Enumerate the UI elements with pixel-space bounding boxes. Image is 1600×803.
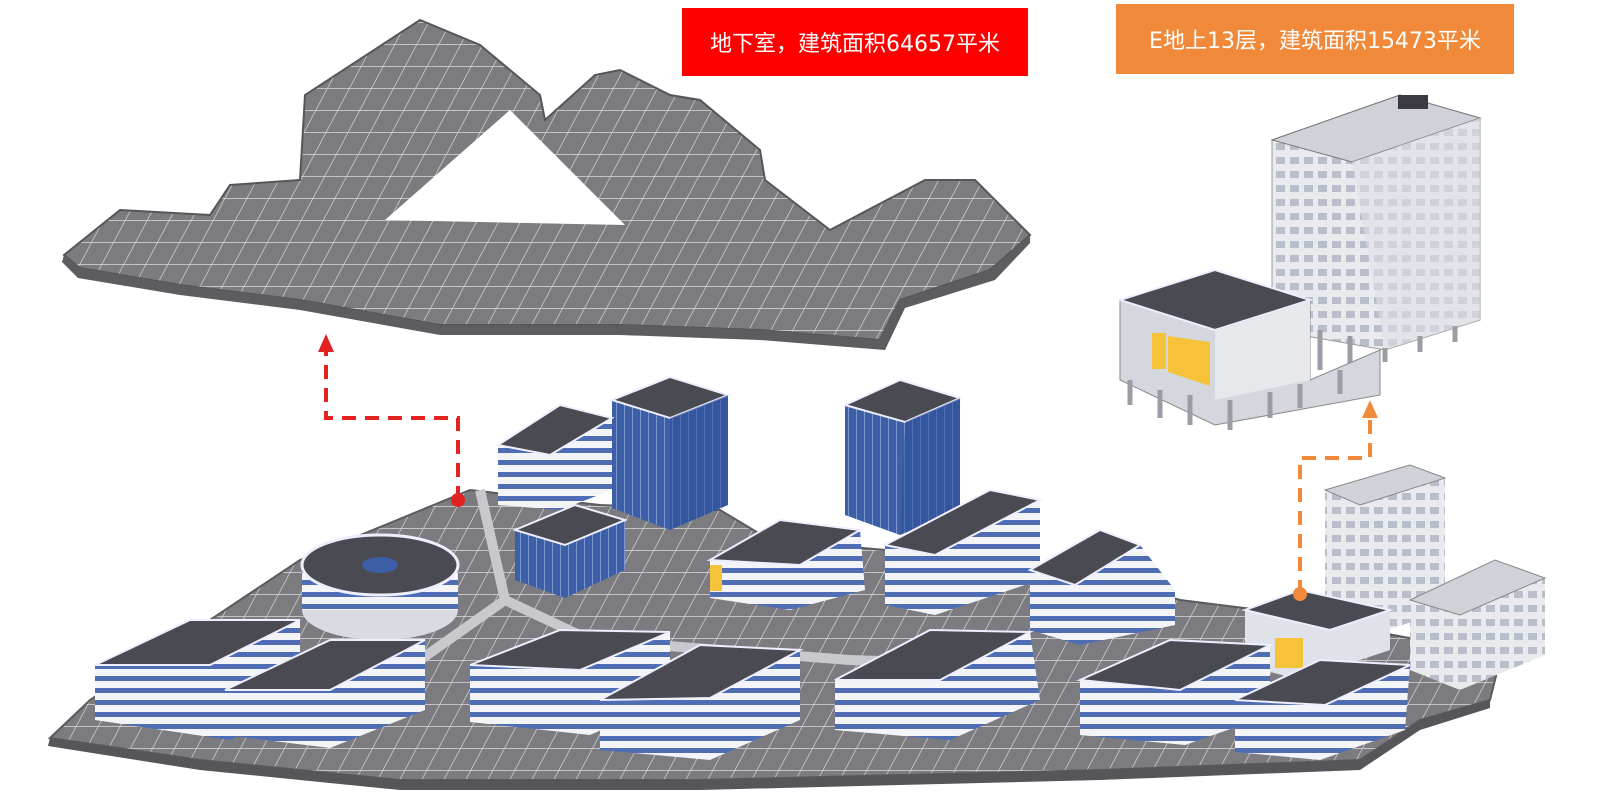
tower-e-connector-arrow bbox=[1293, 400, 1378, 601]
basement-void bbox=[385, 110, 625, 225]
front-building-1 bbox=[94, 619, 426, 748]
east-block bbox=[1027, 528, 1175, 645]
round-building bbox=[300, 533, 460, 640]
basement-edge bbox=[62, 235, 1030, 350]
white-tower-right-b bbox=[1408, 559, 1547, 690]
front-building-2 bbox=[469, 628, 804, 760]
small-block-left bbox=[512, 503, 628, 598]
tower-e-area-label-text: E地上13层，建筑面积15473平米 bbox=[1149, 29, 1481, 54]
tower-e-podium-small bbox=[1241, 588, 1394, 680]
white-tower-right-a bbox=[1323, 464, 1447, 640]
basement-connector-arrow bbox=[318, 334, 465, 507]
blue-tower-center bbox=[842, 378, 963, 535]
curved-building-left bbox=[495, 403, 615, 510]
tower-e-area-label: E地上13层，建筑面积15473平米 bbox=[1116, 4, 1514, 74]
basement-area-label-text: 地下室，建筑面积64657平米 bbox=[710, 32, 1000, 57]
center-podium bbox=[706, 518, 865, 610]
front-building-4 bbox=[1076, 638, 1411, 760]
front-building-3 bbox=[834, 628, 1040, 740]
blue-tower-left bbox=[608, 375, 732, 530]
center-right-block bbox=[882, 488, 1043, 615]
site-buildings bbox=[94, 375, 1547, 760]
tower-e-model bbox=[1116, 94, 1482, 430]
basement-model bbox=[62, 18, 1032, 350]
basement-area-label: 地下室，建筑面积64657平米 bbox=[682, 8, 1028, 76]
